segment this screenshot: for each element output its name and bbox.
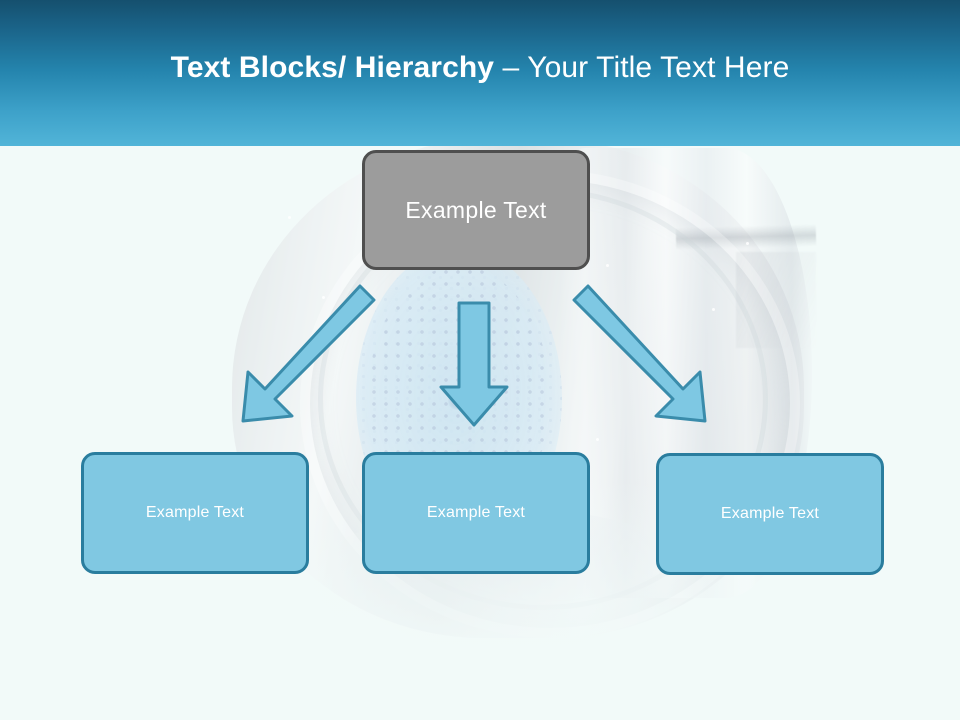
page-title-separator: – xyxy=(494,51,528,84)
photo-speck xyxy=(268,394,271,397)
hierarchy-child-label-2: Example Text xyxy=(426,504,526,521)
photo-mesh-center xyxy=(448,392,466,410)
photo-speck xyxy=(640,350,643,353)
photo-speck xyxy=(746,242,749,245)
hierarchy-child-box-2[interactable]: Example Text xyxy=(362,452,590,574)
page-title: Text Blocks/ Hierarchy – Your Title Text… xyxy=(0,47,960,89)
hierarchy-child-box-3[interactable]: Example Text xyxy=(656,453,884,575)
photo-speck xyxy=(712,308,715,311)
hierarchy-parent-label: Example Text xyxy=(405,196,547,223)
hierarchy-child-label-3: Example Text xyxy=(720,505,820,522)
hierarchy-child-box-1[interactable]: Example Text xyxy=(81,452,309,574)
slide-header-banner: Text Blocks/ Hierarchy – Your Title Text… xyxy=(0,0,960,146)
page-title-bold: Text Blocks/ Hierarchy xyxy=(170,51,495,84)
page-title-light: Your Title Text Here xyxy=(527,51,790,84)
photo-speck xyxy=(288,216,291,219)
hierarchy-child-label-1: Example Text xyxy=(145,504,245,521)
hierarchy-parent-box[interactable]: Example Text xyxy=(362,150,590,270)
photo-speck xyxy=(596,438,599,441)
photo-speck xyxy=(606,264,609,267)
photo-speck xyxy=(322,296,325,299)
